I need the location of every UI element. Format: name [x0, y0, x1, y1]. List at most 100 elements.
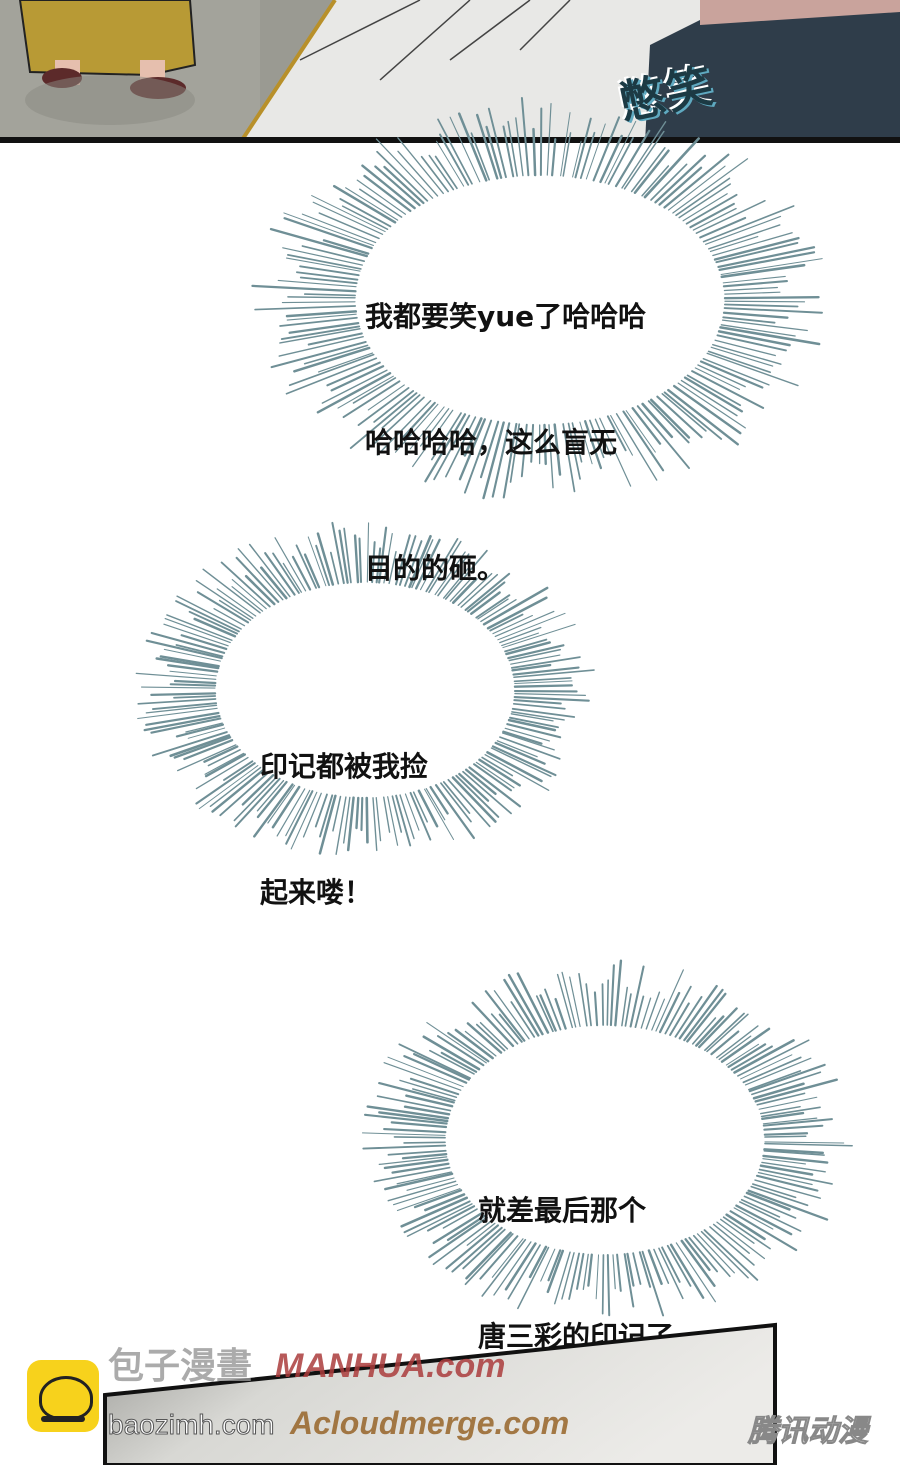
speed-line [399, 1079, 458, 1099]
speed-line [169, 734, 231, 758]
speed-line [357, 387, 410, 427]
speed-line [437, 553, 470, 597]
speed-line [561, 1252, 575, 1300]
speech-line: 我都要笑yue了哈哈哈 [365, 300, 647, 333]
speed-line [513, 669, 595, 679]
speed-line [231, 586, 264, 612]
speed-line [475, 594, 511, 619]
speed-line [176, 744, 237, 772]
speed-line [729, 1210, 798, 1252]
speed-line [654, 154, 707, 204]
speed-line [173, 695, 217, 699]
speed-line [751, 1071, 822, 1096]
speed-line [342, 380, 401, 419]
speed-line [742, 1056, 802, 1084]
speed-line [763, 1150, 825, 1156]
speed-line [395, 534, 411, 586]
speed-line [163, 648, 221, 662]
speed-line [719, 326, 821, 346]
speed-line [758, 1096, 818, 1110]
speed-line [712, 232, 793, 257]
speed-line [501, 732, 555, 751]
speed-line [211, 768, 265, 813]
speed-line [480, 599, 517, 623]
speed-line [688, 1236, 719, 1273]
speed-line [362, 1144, 447, 1150]
speed-line [443, 567, 469, 599]
speed-line [667, 388, 740, 446]
speed-line [406, 1177, 455, 1191]
speed-line [439, 133, 470, 186]
speed-line [592, 116, 621, 182]
speed-line [392, 1183, 459, 1206]
speed-line [697, 364, 746, 388]
burst-bubble-2 [135, 521, 595, 855]
speed-line [388, 550, 397, 585]
speed-line [362, 1132, 446, 1136]
speed-line [337, 375, 394, 409]
speed-line [501, 632, 539, 647]
speed-line [764, 1142, 853, 1147]
speed-line [244, 574, 276, 606]
speed-line [287, 296, 356, 299]
speed-line [712, 1223, 750, 1254]
speed-line [404, 540, 423, 587]
speed-line [406, 1203, 473, 1237]
speed-line [481, 1238, 527, 1297]
speed-line [641, 402, 674, 439]
speed-line [150, 692, 217, 697]
speed-line [401, 1153, 448, 1160]
speed-line [425, 787, 446, 821]
speech-line: 目的的砸。 [365, 552, 506, 585]
speed-line [615, 413, 658, 481]
speed-line [751, 1183, 797, 1199]
speed-line [413, 1189, 463, 1209]
speed-line [409, 791, 432, 841]
speed-line [195, 579, 254, 619]
speed-line [540, 1248, 556, 1282]
speed-line [712, 343, 782, 365]
speed-line [163, 623, 229, 647]
speed-line [624, 993, 632, 1027]
speed-line [504, 1242, 537, 1291]
speed-line [204, 752, 245, 775]
speed-line [375, 138, 434, 199]
speed-line [569, 976, 581, 1028]
speed-line [716, 1221, 766, 1260]
speed-line [235, 556, 280, 603]
speed-line [473, 763, 513, 792]
speed-line [764, 1135, 807, 1138]
speech-bubble-1: 我都要笑yue了哈哈哈 哈哈哈哈，这么盲无 目的的砸。 [365, 212, 646, 632]
speed-line [430, 412, 462, 461]
speed-line [414, 538, 441, 590]
speed-line [547, 1249, 562, 1282]
speed-line [589, 419, 605, 459]
speed-line [403, 1141, 446, 1144]
speed-line [434, 155, 458, 190]
speed-line [715, 241, 799, 264]
speed-line [408, 534, 432, 589]
speed-line [451, 577, 478, 604]
speed-line [698, 1007, 738, 1049]
speed-line [510, 656, 581, 669]
speed-line [489, 613, 524, 632]
speed-line [409, 1077, 460, 1096]
speed-line [140, 686, 216, 689]
speed-line [509, 716, 559, 729]
speed-line [678, 984, 718, 1040]
speed-line [567, 422, 581, 480]
speed-line [312, 201, 384, 235]
speed-line [520, 96, 530, 177]
speed-line [587, 1253, 593, 1287]
speed-line [703, 1229, 759, 1281]
speed-line [411, 539, 434, 589]
speed-line [640, 997, 652, 1029]
speed-line [417, 789, 439, 828]
speed-line [727, 1043, 767, 1069]
speed-line [375, 547, 382, 584]
speed-line [387, 1180, 457, 1202]
speed-line [667, 165, 726, 211]
speed-line [433, 414, 471, 481]
speed-line [321, 369, 388, 404]
speed-line [429, 785, 449, 815]
